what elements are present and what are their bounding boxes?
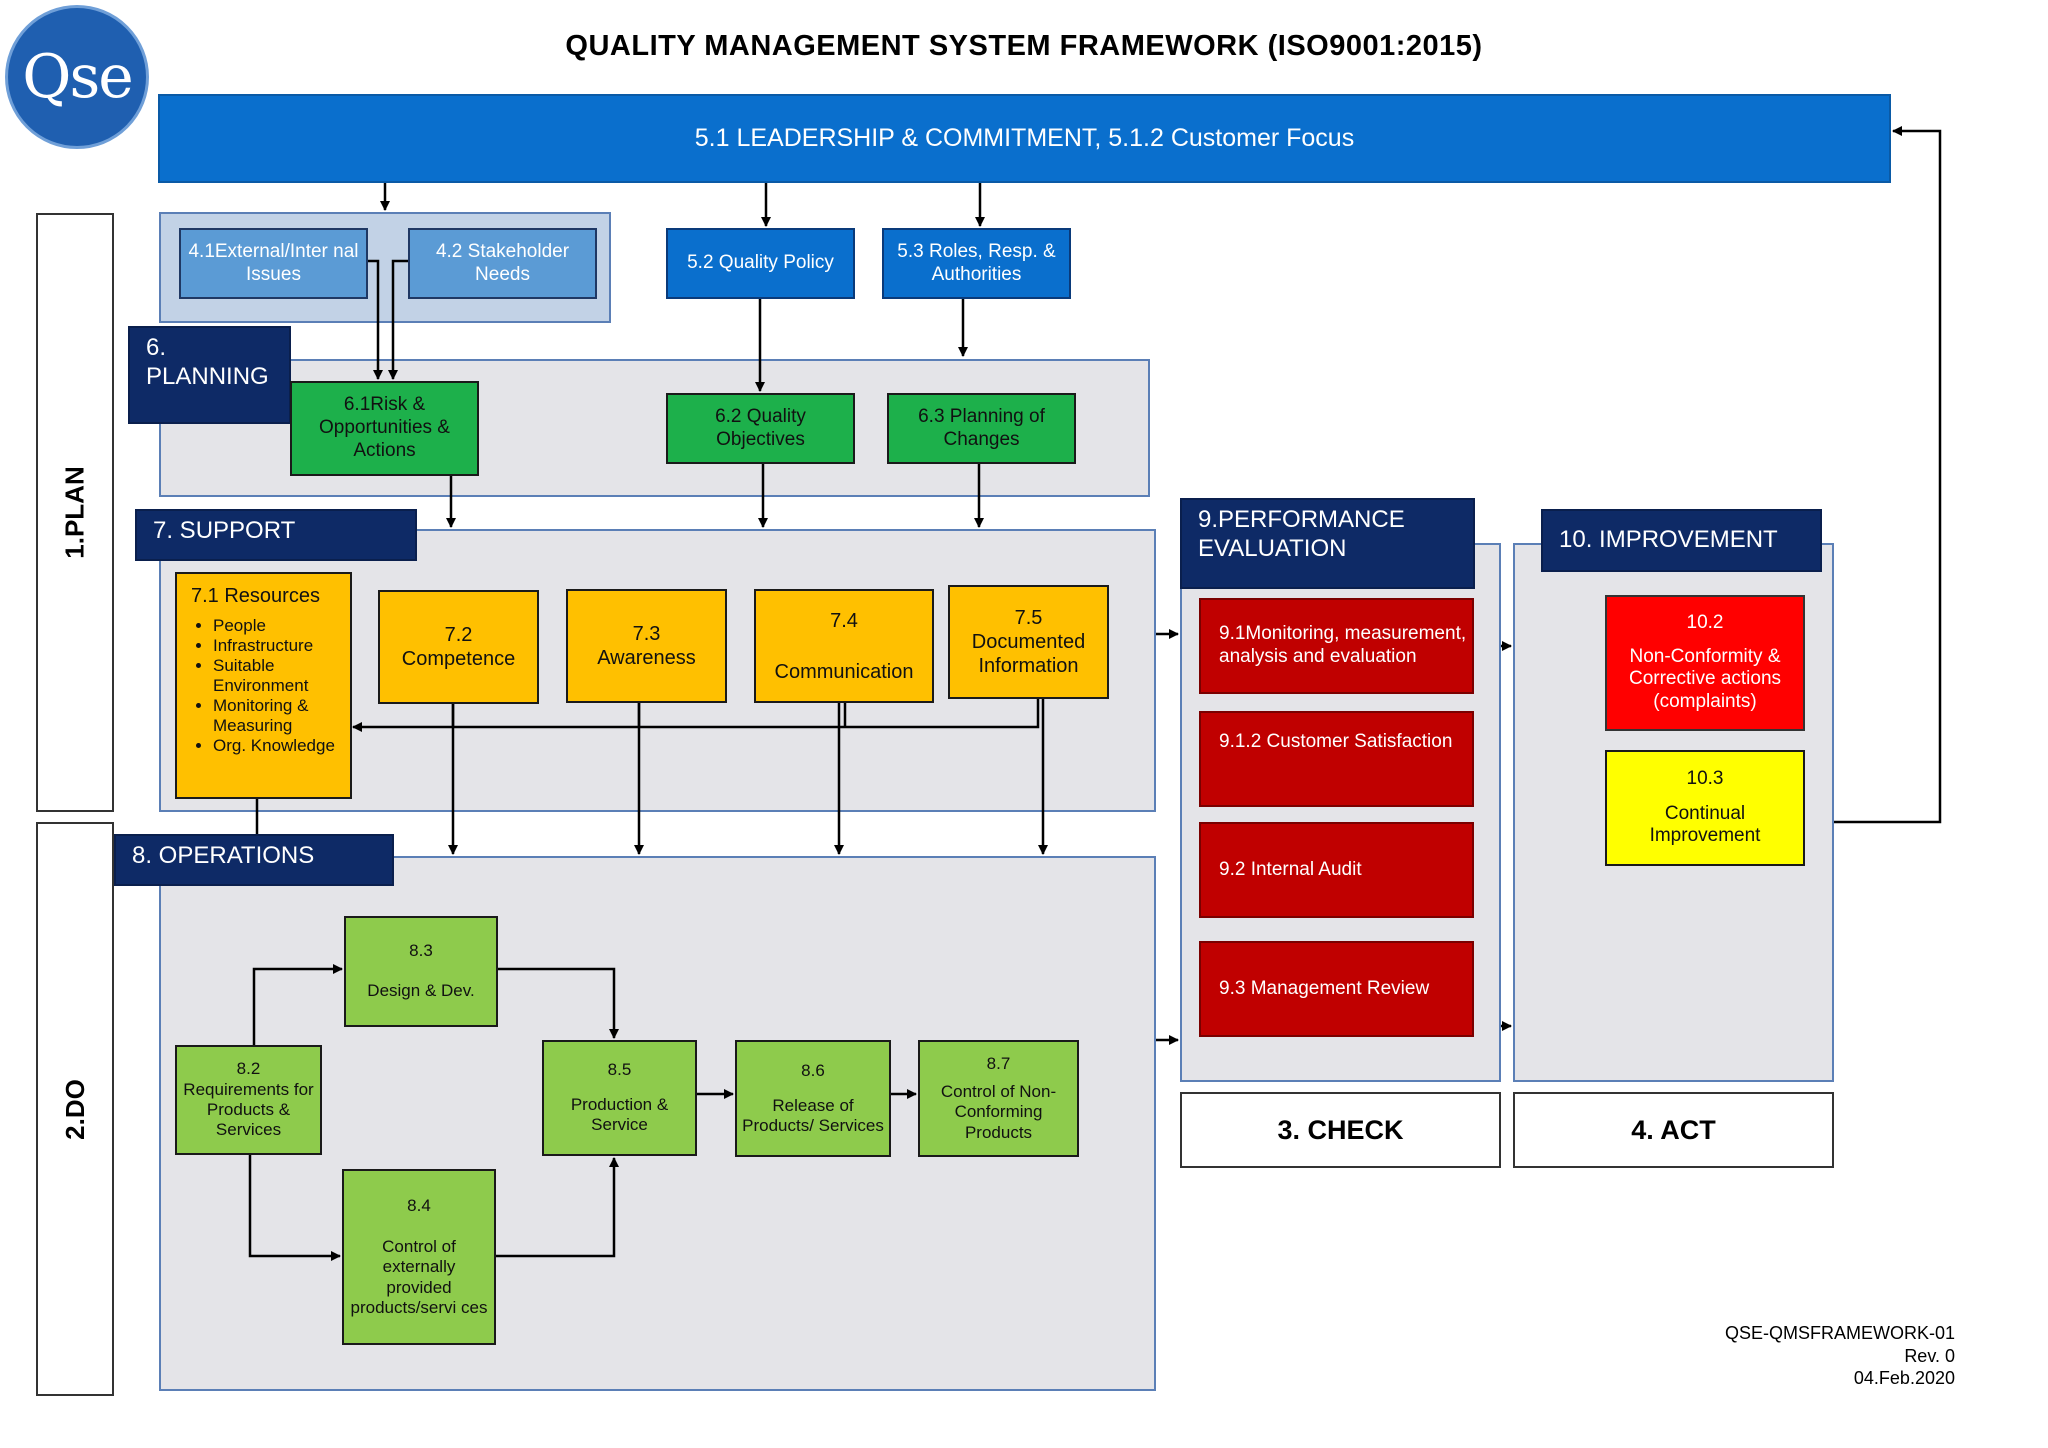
document-revision: Rev. 0 <box>1904 1345 1955 1366</box>
awareness-number: 7.3 <box>632 623 661 645</box>
nonconformity-number: 10.2 <box>1686 611 1724 633</box>
awareness-box: 7.3 Awareness <box>566 589 727 703</box>
operations-header: 8. OPERATIONS <box>114 834 394 886</box>
communication-box: 7.4 Communication <box>754 589 934 703</box>
resource-item: Infrastructure <box>213 636 336 656</box>
external-internal-issues-box: 4.1External/Inter nal Issues <box>179 228 368 299</box>
continual-improvement-box: 10.3 Continual Improvement <box>1605 750 1805 866</box>
competence-label: Competence <box>401 648 516 670</box>
resources-title: 7.1 Resources <box>191 585 320 607</box>
production-number: 8.5 <box>607 1060 632 1080</box>
production-service-box: 8.5 Production & Service <box>542 1040 697 1156</box>
logo-text: Qse <box>22 42 133 112</box>
nonconformity-label: Non-Conformity & Corrective actions (com… <box>1628 645 1782 713</box>
resources-list: People Infrastructure Suitable Environme… <box>191 616 336 756</box>
nonconforming-box: 8.7 Control of Non-Conforming Products <box>918 1040 1079 1157</box>
quality-objectives-box: 6.2 Quality Objectives <box>666 393 855 464</box>
resource-item: Org. Knowledge <box>213 736 336 756</box>
resource-item: People <box>213 616 336 636</box>
performance-header: 9.PERFORMANCE EVALUATION <box>1180 498 1475 589</box>
internal-audit-box: 9.2 Internal Audit <box>1199 822 1474 918</box>
management-review-box: 9.3 Management Review <box>1199 941 1474 1037</box>
release-label: Release of Products/ Services <box>742 1095 884 1135</box>
awareness-label: Awareness <box>597 647 696 669</box>
external-label: Control of externally provided products/… <box>350 1236 488 1317</box>
document-code: QSE-QMSFRAMEWORK-01 <box>1724 1323 1955 1343</box>
document-footer: QSE-QMSFRAMEWORK-01 Rev. 0 04.Feb.2020 <box>1725 1322 1955 1390</box>
monitoring-box: 9.1Monitoring, measurement, analysis and… <box>1199 598 1474 694</box>
competence-number: 7.2 <box>444 624 473 646</box>
support-header: 7. SUPPORT <box>135 509 417 561</box>
external-provision-box: 8.4 Control of externally provided produ… <box>342 1169 496 1345</box>
customer-satisfaction-box: 9.1.2 Customer Satisfaction <box>1199 711 1474 807</box>
act-phase-label: 4. ACT <box>1513 1092 1834 1168</box>
leadership-banner: 5.1 LEADERSHIP & COMMITMENT, 5.1.2 Custo… <box>158 94 1891 183</box>
communication-number: 7.4 <box>830 609 858 632</box>
resources-box: 7.1 Resources People Infrastructure Suit… <box>175 572 352 799</box>
planning-of-changes-box: 6.3 Planning of Changes <box>887 393 1076 464</box>
design-development-box: 8.3 Design & Dev. <box>344 916 498 1027</box>
quality-policy-box: 5.2 Quality Policy <box>666 228 855 299</box>
requirements-label: Requirements for Products & Services <box>183 1079 314 1140</box>
check-phase-label: 3. CHECK <box>1180 1092 1501 1168</box>
documented-information-box: 7.5 Documented Information <box>948 585 1109 699</box>
design-number: 8.3 <box>409 941 433 961</box>
risk-opportunities-box: 6.1Risk & Opportunities & Actions <box>290 381 479 476</box>
do-phase-label: 2.DO <box>36 822 114 1396</box>
resource-item: Suitable Environment <box>213 656 336 696</box>
page-title: QUALITY MANAGEMENT SYSTEM FRAMEWORK (ISO… <box>565 30 1483 62</box>
roles-responsibilities-box: 5.3 Roles, Resp. & Authorities <box>882 228 1071 299</box>
design-label: Design & Dev. <box>367 981 475 1001</box>
nonconforming-number: 8.7 <box>986 1053 1011 1073</box>
improvement-header: 10. IMPROVEMENT <box>1541 509 1822 572</box>
continual-number: 10.3 <box>1686 767 1724 789</box>
qse-logo: Qse <box>5 5 149 149</box>
arrow <box>1834 126 1942 824</box>
documented-number: 7.5 <box>1014 607 1043 629</box>
requirements-box: 8.2 Requirements for Products & Services <box>175 1045 322 1155</box>
planning-header: 6. PLANNING <box>128 326 291 424</box>
documented-label: Documented Information <box>971 631 1086 677</box>
external-number: 8.4 <box>407 1195 431 1215</box>
continual-label: Continual Improvement <box>1649 802 1761 847</box>
communication-label: Communication <box>774 660 914 683</box>
release-number: 8.6 <box>801 1060 825 1080</box>
nonconforming-label: Control of Non-Conforming Products <box>940 1082 1057 1142</box>
release-box: 8.6 Release of Products/ Services <box>735 1040 891 1157</box>
production-label: Production & Service <box>570 1094 669 1135</box>
nonconformity-corrective-box: 10.2 Non-Conformity & Corrective actions… <box>1605 595 1805 731</box>
stakeholder-needs-box: 4.2 Stakeholder Needs <box>408 228 597 299</box>
plan-phase-label: 1.PLAN <box>36 213 114 812</box>
document-date: 04.Feb.2020 <box>1853 1368 1955 1388</box>
resource-item: Monitoring & Measuring <box>213 696 336 736</box>
requirements-number: 8.2 <box>236 1059 261 1079</box>
competence-box: 7.2 Competence <box>378 590 539 704</box>
